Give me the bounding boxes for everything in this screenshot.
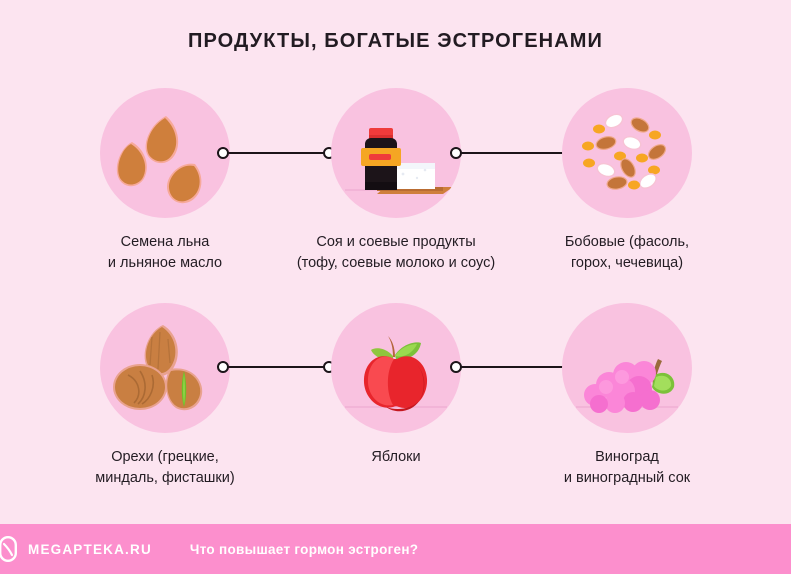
connector-line bbox=[222, 152, 330, 154]
flax-seeds-icon bbox=[116, 116, 202, 204]
caption-line-1: Бобовые (фасоль, bbox=[564, 234, 690, 250]
item-caption: Бобовые (фасоль, горох, чечевица) bbox=[512, 232, 742, 274]
item-grapes: Виноград и виноградный сок bbox=[512, 303, 742, 489]
apple-icon bbox=[345, 336, 447, 412]
caption-line-2: и виноградный сок bbox=[563, 470, 691, 486]
caption-line-1: Соя и соевые продукты bbox=[316, 234, 476, 250]
circle-background bbox=[331, 88, 461, 218]
brand-logo[interactable]: MEGAPTEKA.RU bbox=[0, 535, 152, 563]
megapteka-capsule-logo bbox=[0, 536, 17, 562]
grapes-icon bbox=[576, 359, 678, 413]
nuts-icon bbox=[113, 325, 203, 411]
item-caption: Виноград и виноградный сок bbox=[512, 447, 742, 489]
icon-circle-flax-seeds bbox=[100, 88, 230, 218]
caption-line-1: Яблоки bbox=[371, 449, 421, 465]
item-caption: Семена льна и льняное масло bbox=[50, 232, 280, 274]
caption-line-1: Орехи (грецкие, bbox=[111, 449, 219, 465]
icon-circle-legumes bbox=[562, 88, 692, 218]
brand-name: MEGAPTEKA.RU bbox=[28, 541, 152, 557]
item-caption: Яблоки bbox=[281, 447, 511, 468]
connector-line bbox=[455, 366, 570, 368]
caption-line-1: Семена льна bbox=[120, 234, 210, 250]
beans-icon bbox=[582, 113, 667, 190]
icon-circle-nuts bbox=[100, 303, 230, 433]
page-title: ПРОДУКТЫ, БОГАТЫЕ ЭСТРОГЕНАМИ bbox=[188, 30, 603, 52]
icon-circle-grapes bbox=[562, 303, 692, 433]
connector-line bbox=[222, 366, 330, 368]
connector-node-left bbox=[450, 147, 462, 159]
connector-node-left bbox=[217, 361, 229, 373]
caption-line-2: и льняное масло bbox=[107, 255, 223, 271]
caption-line-2: миндаль, фисташки) bbox=[95, 470, 235, 486]
soy-sauce-tofu-icon bbox=[345, 128, 453, 194]
footer-bar: MEGAPTEKA.RU Что повышает гормон эстроге… bbox=[0, 524, 791, 574]
circle-background bbox=[331, 303, 461, 433]
item-soy: Соя и соевые продукты (тофу, соевые моло… bbox=[281, 88, 511, 274]
item-caption: Соя и соевые продукты (тофу, соевые моло… bbox=[281, 232, 511, 274]
caption-line-2: горох, чечевица) bbox=[570, 255, 684, 271]
icon-circle-soy bbox=[331, 88, 461, 218]
circle-background bbox=[562, 88, 692, 218]
circle-background bbox=[562, 303, 692, 433]
item-flax-seeds: Семена льна и льняное масло bbox=[50, 88, 280, 274]
icon-circle-apples bbox=[331, 303, 461, 433]
footer-caption: Что повышает гормон эстроген? bbox=[189, 541, 419, 557]
caption-line-2: (тофу, соевые молоко и соус) bbox=[296, 255, 496, 271]
item-legumes: Бобовые (фасоль, горох, чечевица) bbox=[512, 88, 742, 274]
connector-line bbox=[455, 152, 570, 154]
item-caption: Орехи (грецкие, миндаль, фисташки) bbox=[50, 447, 280, 489]
circle-background bbox=[100, 303, 230, 433]
connector-node-left bbox=[217, 147, 229, 159]
item-nuts: Орехи (грецкие, миндаль, фисташки) bbox=[50, 303, 280, 489]
item-apples: Яблоки bbox=[281, 303, 511, 468]
caption-line-1: Виноград bbox=[595, 449, 659, 465]
connector-node-left bbox=[450, 361, 462, 373]
circle-background bbox=[100, 88, 230, 218]
